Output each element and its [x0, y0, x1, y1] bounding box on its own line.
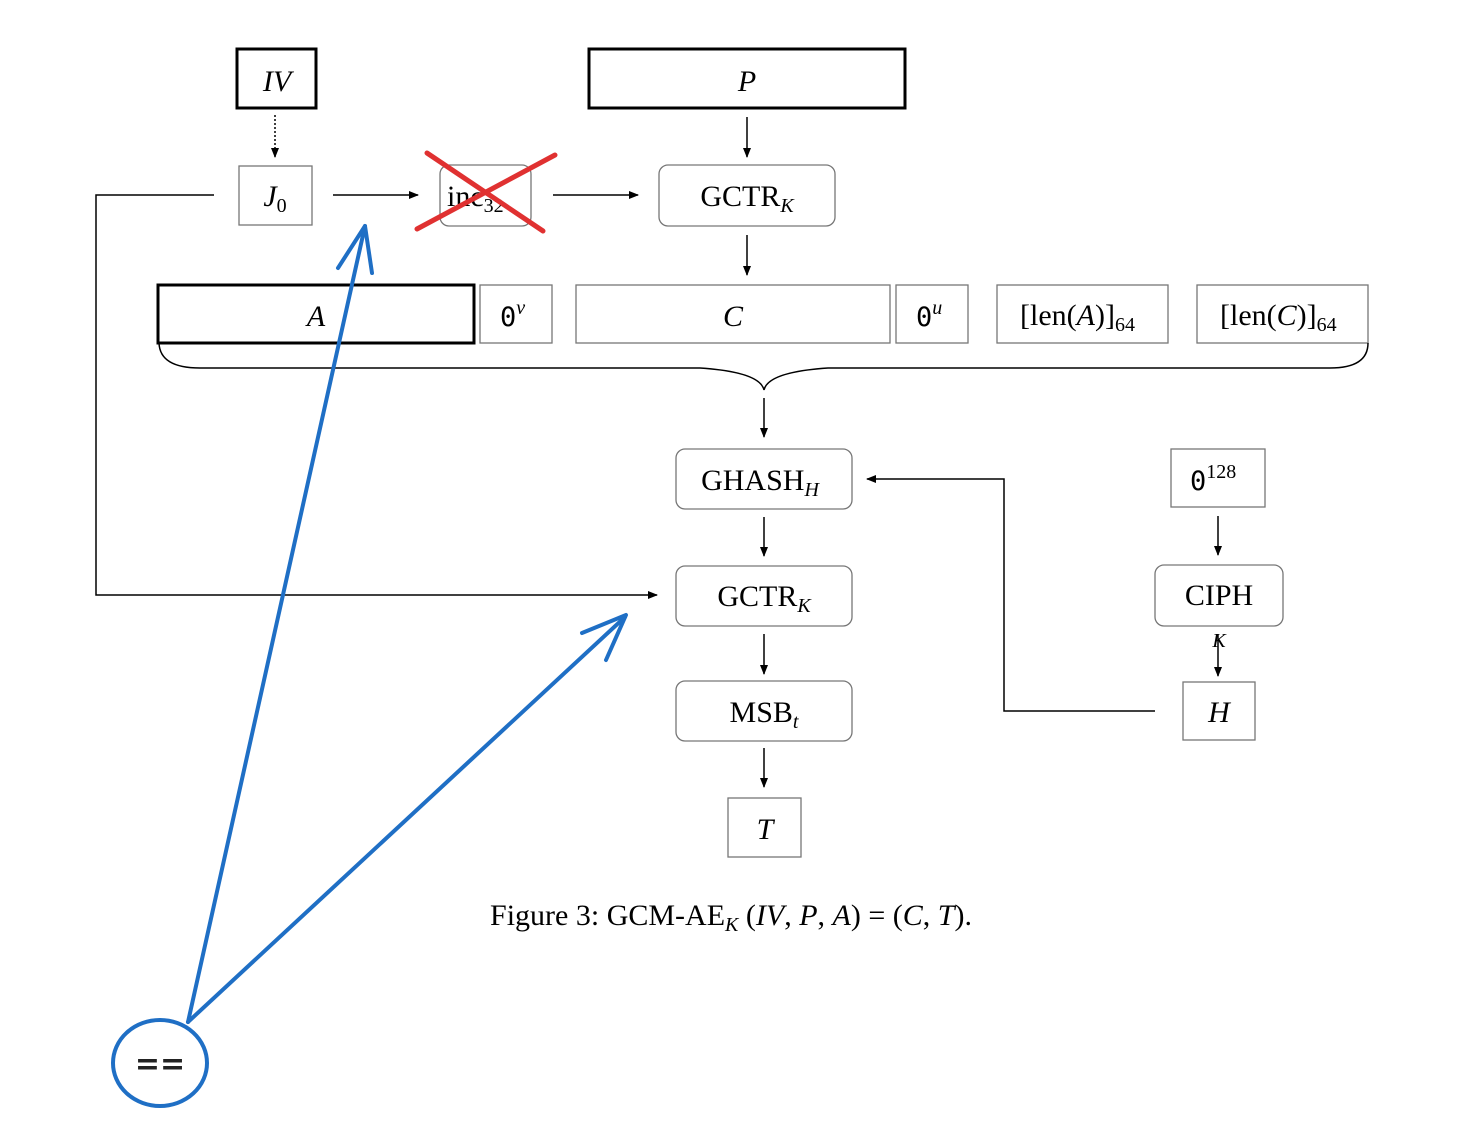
msb-box: MSBt	[675, 680, 853, 742]
connectors	[95, 115, 1222, 788]
gctr-top-box: GCTRK	[658, 164, 836, 227]
ghash-box: GHASHH	[675, 448, 853, 510]
annotation-equals-text: ==	[135, 1047, 185, 1082]
ciph-box: CIPH	[1154, 564, 1284, 627]
zero-u-box: 0u	[895, 284, 969, 344]
a-label: A	[305, 300, 326, 333]
h-box: H	[1182, 681, 1256, 741]
t-box: T	[727, 797, 802, 858]
hand-annotation	[111, 224, 628, 1108]
len-a-label: [len(A)]64	[1020, 299, 1135, 336]
p-label: P	[737, 65, 756, 98]
annotation-arrow-to-gctr-line	[186, 615, 627, 1024]
t-label: T	[757, 813, 776, 846]
len-c-box: [len(C)]64	[1196, 284, 1369, 344]
strike-out-x-mark	[414, 150, 558, 234]
annotation-arrowhead-icon	[580, 613, 628, 662]
len-a-box: [len(A)]64	[996, 284, 1169, 344]
c-label: C	[723, 300, 744, 333]
gctr-bottom-label: GCTRK	[717, 580, 812, 617]
len-c-label: [len(C)]64	[1220, 299, 1337, 336]
ciph-label: CIPH	[1185, 579, 1253, 612]
arrow-h-to-ghash	[866, 475, 1155, 712]
zero-128-label: 0128	[1190, 461, 1236, 497]
ghash-label: GHASHH	[701, 464, 820, 501]
p-box: P	[587, 47, 907, 110]
zero-v-label: 0v	[500, 297, 525, 333]
annotation-arrow-to-j0-line	[186, 224, 367, 1024]
h-label: H	[1207, 696, 1232, 729]
gctr-top-label: GCTRK	[700, 180, 795, 217]
j0-label: J0	[263, 180, 286, 217]
arrow-j0-to-gctr-bottom	[95, 194, 658, 599]
zero-128-box: 0128	[1170, 448, 1266, 508]
figure-caption: Figure 3: GCM-AEK (IV, P, A) = (C, T).	[490, 899, 972, 936]
iv-label: IV	[262, 65, 295, 98]
gctr-bottom-box: GCTRK	[675, 565, 853, 627]
curly-brace	[158, 342, 1369, 391]
annotation-circle	[111, 1018, 209, 1108]
zero-v-box: 0v	[479, 284, 553, 344]
zero-u-label: 0u	[916, 297, 942, 333]
annotation-arrowhead-icon	[336, 224, 374, 275]
c-box: C	[575, 284, 891, 344]
iv-box: IV	[235, 47, 318, 110]
j0-box: J0	[238, 165, 313, 226]
ciph-key-label: K	[1211, 630, 1227, 652]
a-box: A	[156, 283, 476, 345]
msb-label: MSBt	[730, 696, 799, 733]
